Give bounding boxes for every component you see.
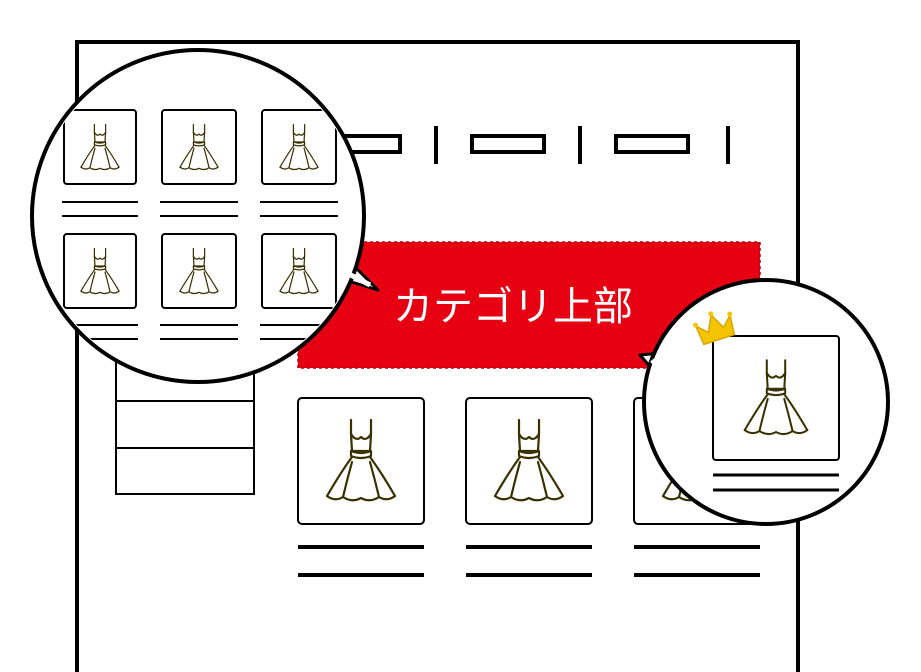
mini-product-card bbox=[260, 109, 338, 217]
mini-product-card bbox=[160, 233, 238, 340]
zoom-callout-ranked-product bbox=[638, 278, 890, 526]
header-nav bbox=[328, 126, 730, 164]
crown-icon bbox=[692, 311, 736, 346]
mini-product-card bbox=[160, 109, 238, 217]
nav-item bbox=[470, 134, 546, 154]
product-card bbox=[297, 397, 425, 577]
zoom-callout-product-list bbox=[30, 48, 380, 384]
product-card bbox=[465, 397, 593, 577]
mini-product-card bbox=[260, 233, 338, 340]
banner-label: カテゴリ上部 bbox=[393, 284, 633, 330]
mini-product-card bbox=[62, 109, 138, 217]
ranked-product-card bbox=[712, 335, 840, 492]
nav-item bbox=[614, 134, 690, 154]
